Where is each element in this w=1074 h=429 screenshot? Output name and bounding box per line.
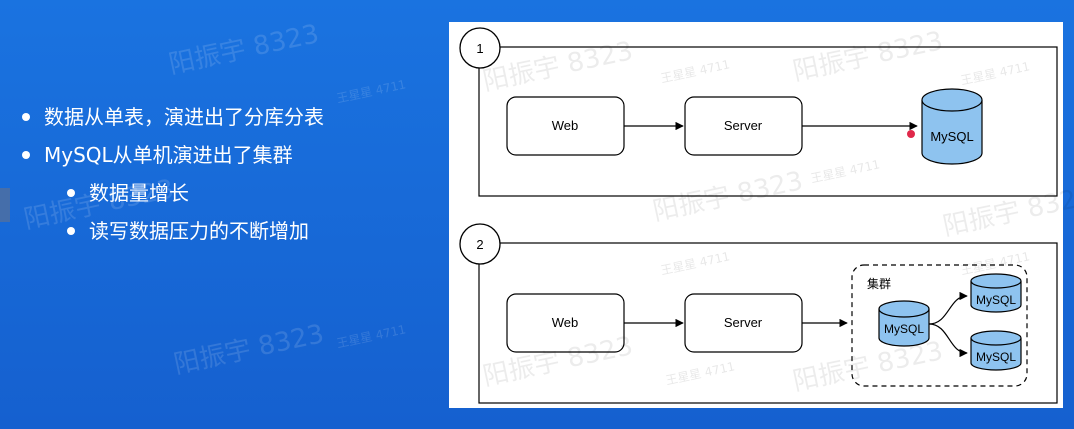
diagram-canvas: 1 Web Server MySQL 2 Web Server bbox=[459, 27, 1058, 404]
diagram-1-number: 1 bbox=[476, 41, 483, 56]
bullet-item: MySQL从单机演进出了集群 bbox=[20, 136, 324, 174]
bullet-item: 数据从单表，演进出了分库分表 bbox=[20, 98, 324, 136]
cluster-boundary bbox=[851, 264, 1028, 387]
diagram-1-frame bbox=[478, 46, 1058, 197]
diagram-2-frame bbox=[478, 242, 1058, 404]
mysql-primary-icon bbox=[878, 300, 930, 347]
cursor-dot bbox=[907, 130, 915, 138]
cluster-label: 集群 bbox=[867, 276, 891, 291]
diagram-1: 1 Web Server MySQL bbox=[459, 27, 1058, 197]
mysql-replica-2-label: MySQL bbox=[976, 350, 1016, 364]
side-tab bbox=[0, 188, 10, 222]
arrow-primary-to-replica-2 bbox=[928, 323, 968, 358]
diagram-2-number-badge bbox=[459, 223, 501, 265]
web-node-label: Web bbox=[552, 315, 579, 330]
sub-bullet-item: 数据量增长 bbox=[65, 174, 324, 212]
mysql-db-icon bbox=[921, 88, 983, 165]
server-node-label: Server bbox=[724, 315, 763, 330]
mysql-replica-2-icon bbox=[970, 330, 1022, 371]
diagram-2: 2 Web Server 集群 MySQL MySQL bbox=[459, 223, 1058, 404]
sub-bullet-item: 读写数据压力的不断增加 bbox=[65, 212, 324, 250]
mysql-replica-1-icon bbox=[970, 273, 1022, 313]
bullet-list: 数据从单表，演进出了分库分表 MySQL从单机演进出了集群 数据量增长 读写数据… bbox=[20, 98, 324, 250]
arrow-primary-to-replica-1 bbox=[928, 291, 968, 325]
server-node-label: Server bbox=[724, 118, 763, 133]
diagram-panel: 1 Web Server MySQL 2 Web Server bbox=[449, 22, 1074, 408]
diagram-2-number: 2 bbox=[476, 237, 483, 252]
mysql-db-label: MySQL bbox=[930, 129, 973, 144]
web-node-label: Web bbox=[552, 118, 579, 133]
diagram-1-number-badge bbox=[459, 27, 501, 69]
mysql-replica-1-label: MySQL bbox=[976, 293, 1016, 307]
mysql-primary-label: MySQL bbox=[884, 322, 924, 336]
